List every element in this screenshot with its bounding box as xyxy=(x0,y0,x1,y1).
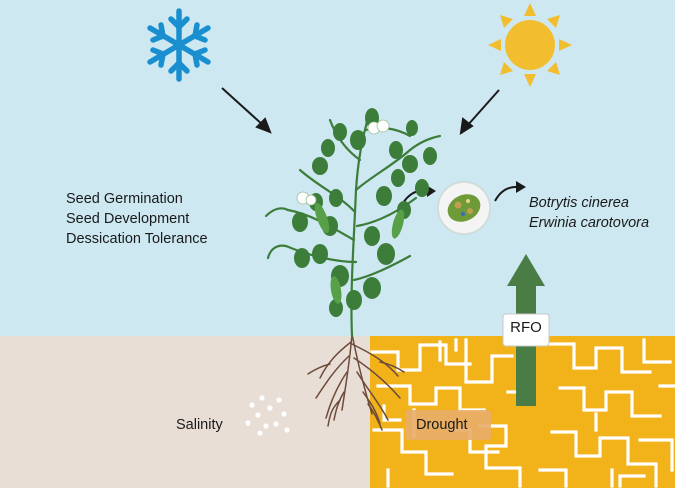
rfo-label-box xyxy=(502,313,550,347)
pathogen-erwinia: Erwinia carotovora xyxy=(529,215,650,231)
role-seed-development: Seed Development xyxy=(66,211,190,227)
snowflake-icon xyxy=(147,8,211,82)
drought-label-box xyxy=(405,410,491,440)
salt-particles xyxy=(245,395,290,436)
salinity-label: Salinity xyxy=(176,417,223,433)
role-seed-germination: Seed Germination xyxy=(66,191,183,207)
plant-roots xyxy=(307,333,405,431)
rfo-label: RFO xyxy=(510,319,542,336)
cold-arrow xyxy=(221,87,265,127)
rfo-increase-arrow xyxy=(502,254,550,406)
cold-arrow-head xyxy=(255,117,272,134)
leaf-to-pathogen-arrow-head xyxy=(516,181,526,193)
pathogen-botrytis: Botrytis cinerea xyxy=(529,195,629,211)
leaf-to-pathogen-arrow xyxy=(494,185,519,202)
plant-roles-list: Seed Germination Seed Development Dessic… xyxy=(66,189,208,249)
sun-icon xyxy=(488,3,572,87)
role-dessication-tolerance: Dessication Tolerance xyxy=(66,231,208,247)
heat-arrow-head xyxy=(459,117,474,136)
drought-label: Drought xyxy=(416,417,468,433)
pathogen-list: Botrytis cinerea Erwinia carotovora xyxy=(529,193,649,233)
infected-leaf-icon xyxy=(437,181,491,235)
pea-plant xyxy=(264,108,442,338)
heat-arrow xyxy=(466,89,500,127)
